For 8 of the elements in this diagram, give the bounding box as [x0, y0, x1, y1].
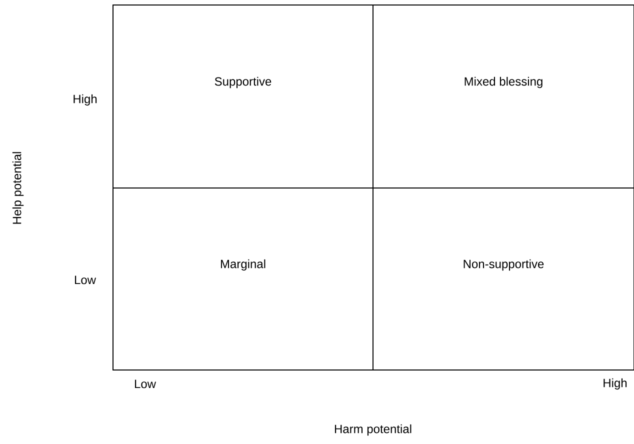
- axis-title: Help potential: [12, 152, 24, 224]
- axis-title: Harm potential: [334, 424, 412, 436]
- matrix-cell: Marginal: [112, 188, 374, 370]
- axis-tick-label: High: [74, 94, 97, 106]
- axis-tick-label: Low: [75, 276, 96, 284]
- matrix-cell: Mixed blessing: [372, 4, 634, 188]
- matrix-cell: Supportive: [112, 4, 374, 188]
- matrix-cell: Non-supportive: [372, 188, 634, 370]
